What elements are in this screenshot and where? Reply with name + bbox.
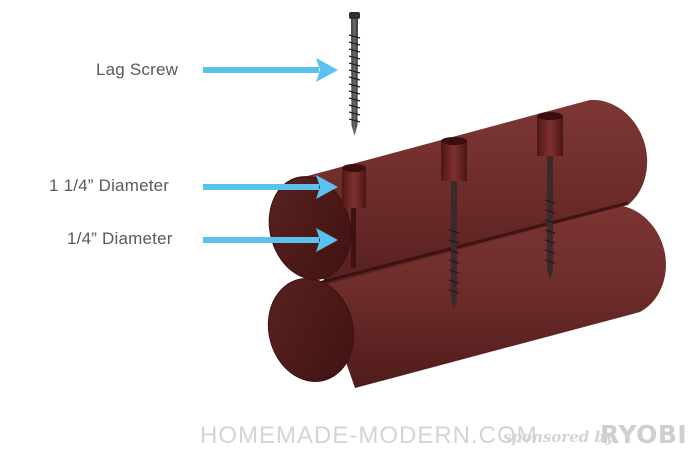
- hole-right: [537, 112, 563, 280]
- sponsored-by-text: sponsored by: [503, 428, 614, 446]
- site-watermark: HOMEMADE-MODERN.COM: [200, 422, 538, 449]
- lag-screw-icon: [348, 12, 361, 136]
- ryobi-logo: RYOBI: [600, 420, 688, 449]
- bottom-log: [267, 204, 666, 388]
- large-diameter-label: 1 1/4” Diameter: [49, 176, 170, 195]
- hole-middle: [441, 137, 467, 310]
- right-arrow-icon: [203, 228, 338, 252]
- right-arrow-icon: [203, 58, 338, 82]
- hole-left: [342, 164, 366, 268]
- small-diameter-label: 1/4” Diameter: [67, 229, 173, 248]
- lag-screw-label: Lag Screw: [96, 60, 179, 79]
- right-arrow-icon: [203, 175, 338, 199]
